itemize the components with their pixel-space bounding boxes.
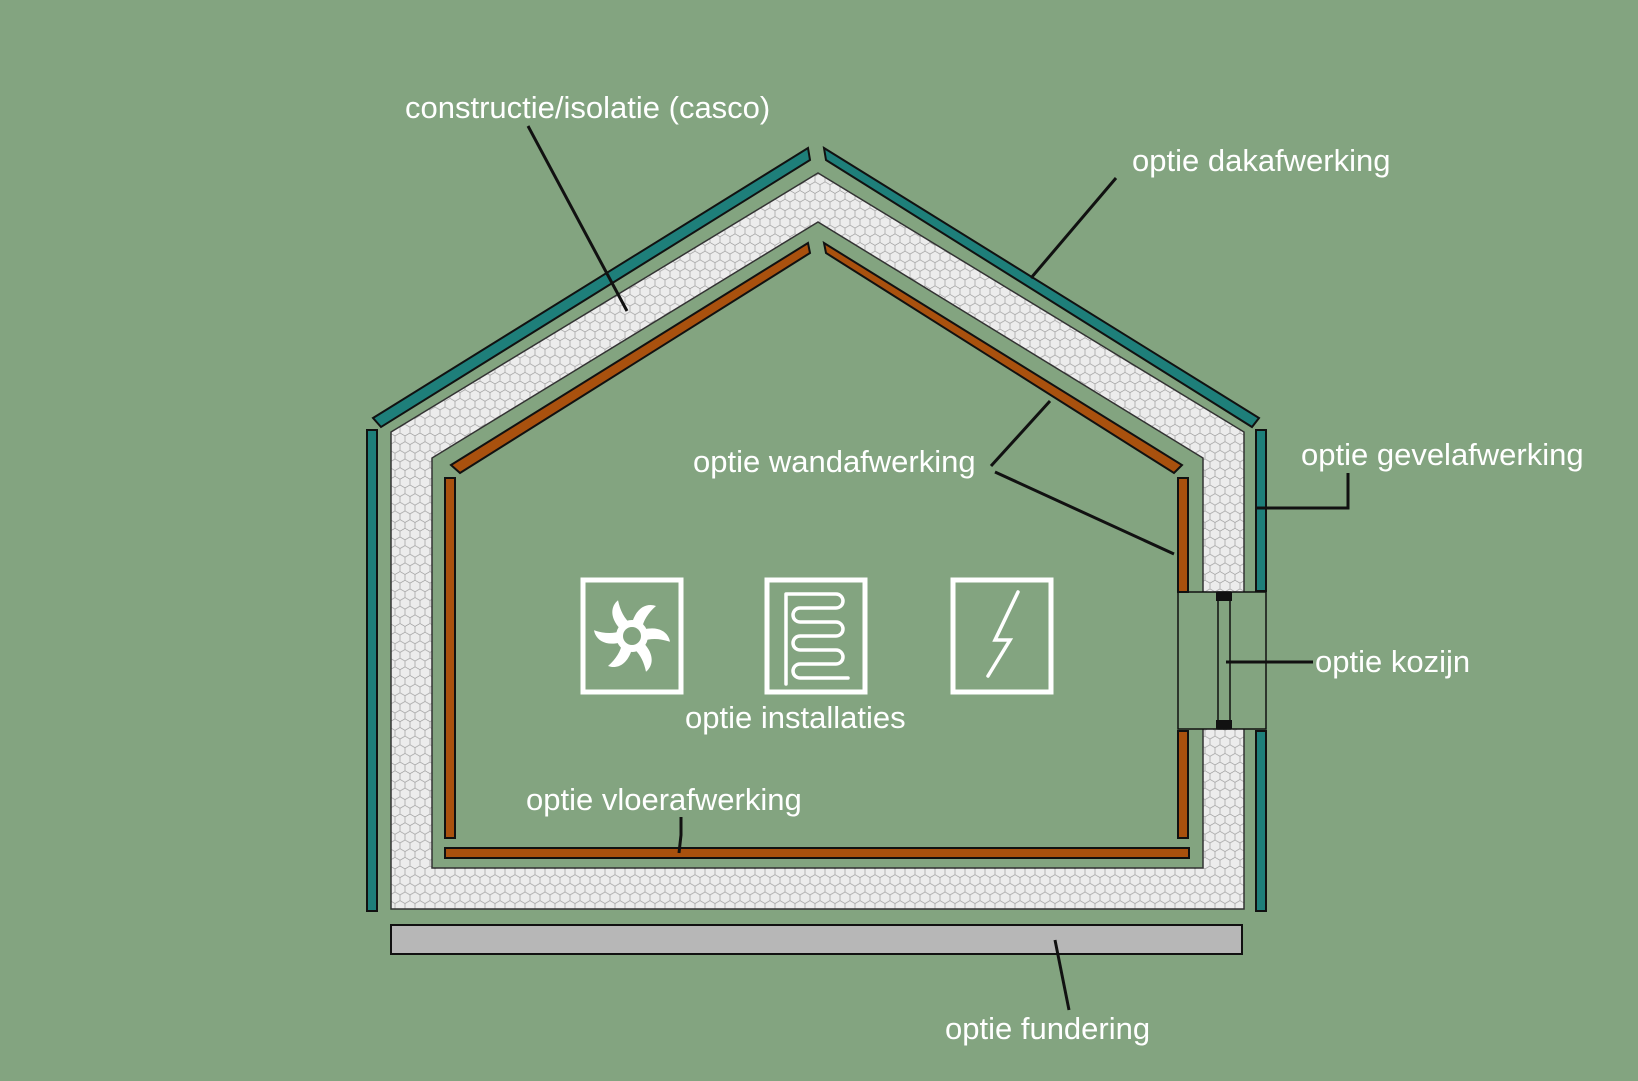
roof-finish-panels (371, 145, 1261, 429)
wall-finish-panels (444, 240, 1189, 839)
heating-coil-icon (764, 577, 868, 695)
casco-leader (526, 125, 629, 312)
roof-finish-label: optie dakafwerking (1132, 143, 1391, 178)
wall-finish-label: optie wandafwerking (693, 444, 976, 479)
foundation-leader (1053, 939, 1071, 1011)
floor-finish-leader (677, 817, 683, 854)
fan-icon (580, 577, 684, 695)
facade-finish-leader (1256, 473, 1350, 510)
foundation-slab (390, 924, 1243, 955)
floor-finish-panel (444, 847, 1190, 859)
roof-finish-leader (1029, 177, 1118, 279)
facade-finish-label: optie gevelafwerking (1301, 437, 1584, 472)
casco-label: constructie/isolatie (casco) (405, 90, 770, 125)
insulation-shell (390, 172, 1245, 910)
wall-finish-leader-wall (994, 470, 1175, 556)
electricity-icon (950, 577, 1054, 695)
wall-finish-leader-roof (989, 399, 1052, 468)
foundation-label: optie fundering (945, 1011, 1150, 1046)
leader-lines (526, 125, 1350, 1011)
floor-finish-label: optie vloerafwerking (526, 782, 802, 817)
facade-finish-panels (366, 429, 1267, 912)
installations-label: optie installaties (685, 700, 906, 735)
frame-label: optie kozijn (1315, 644, 1470, 679)
